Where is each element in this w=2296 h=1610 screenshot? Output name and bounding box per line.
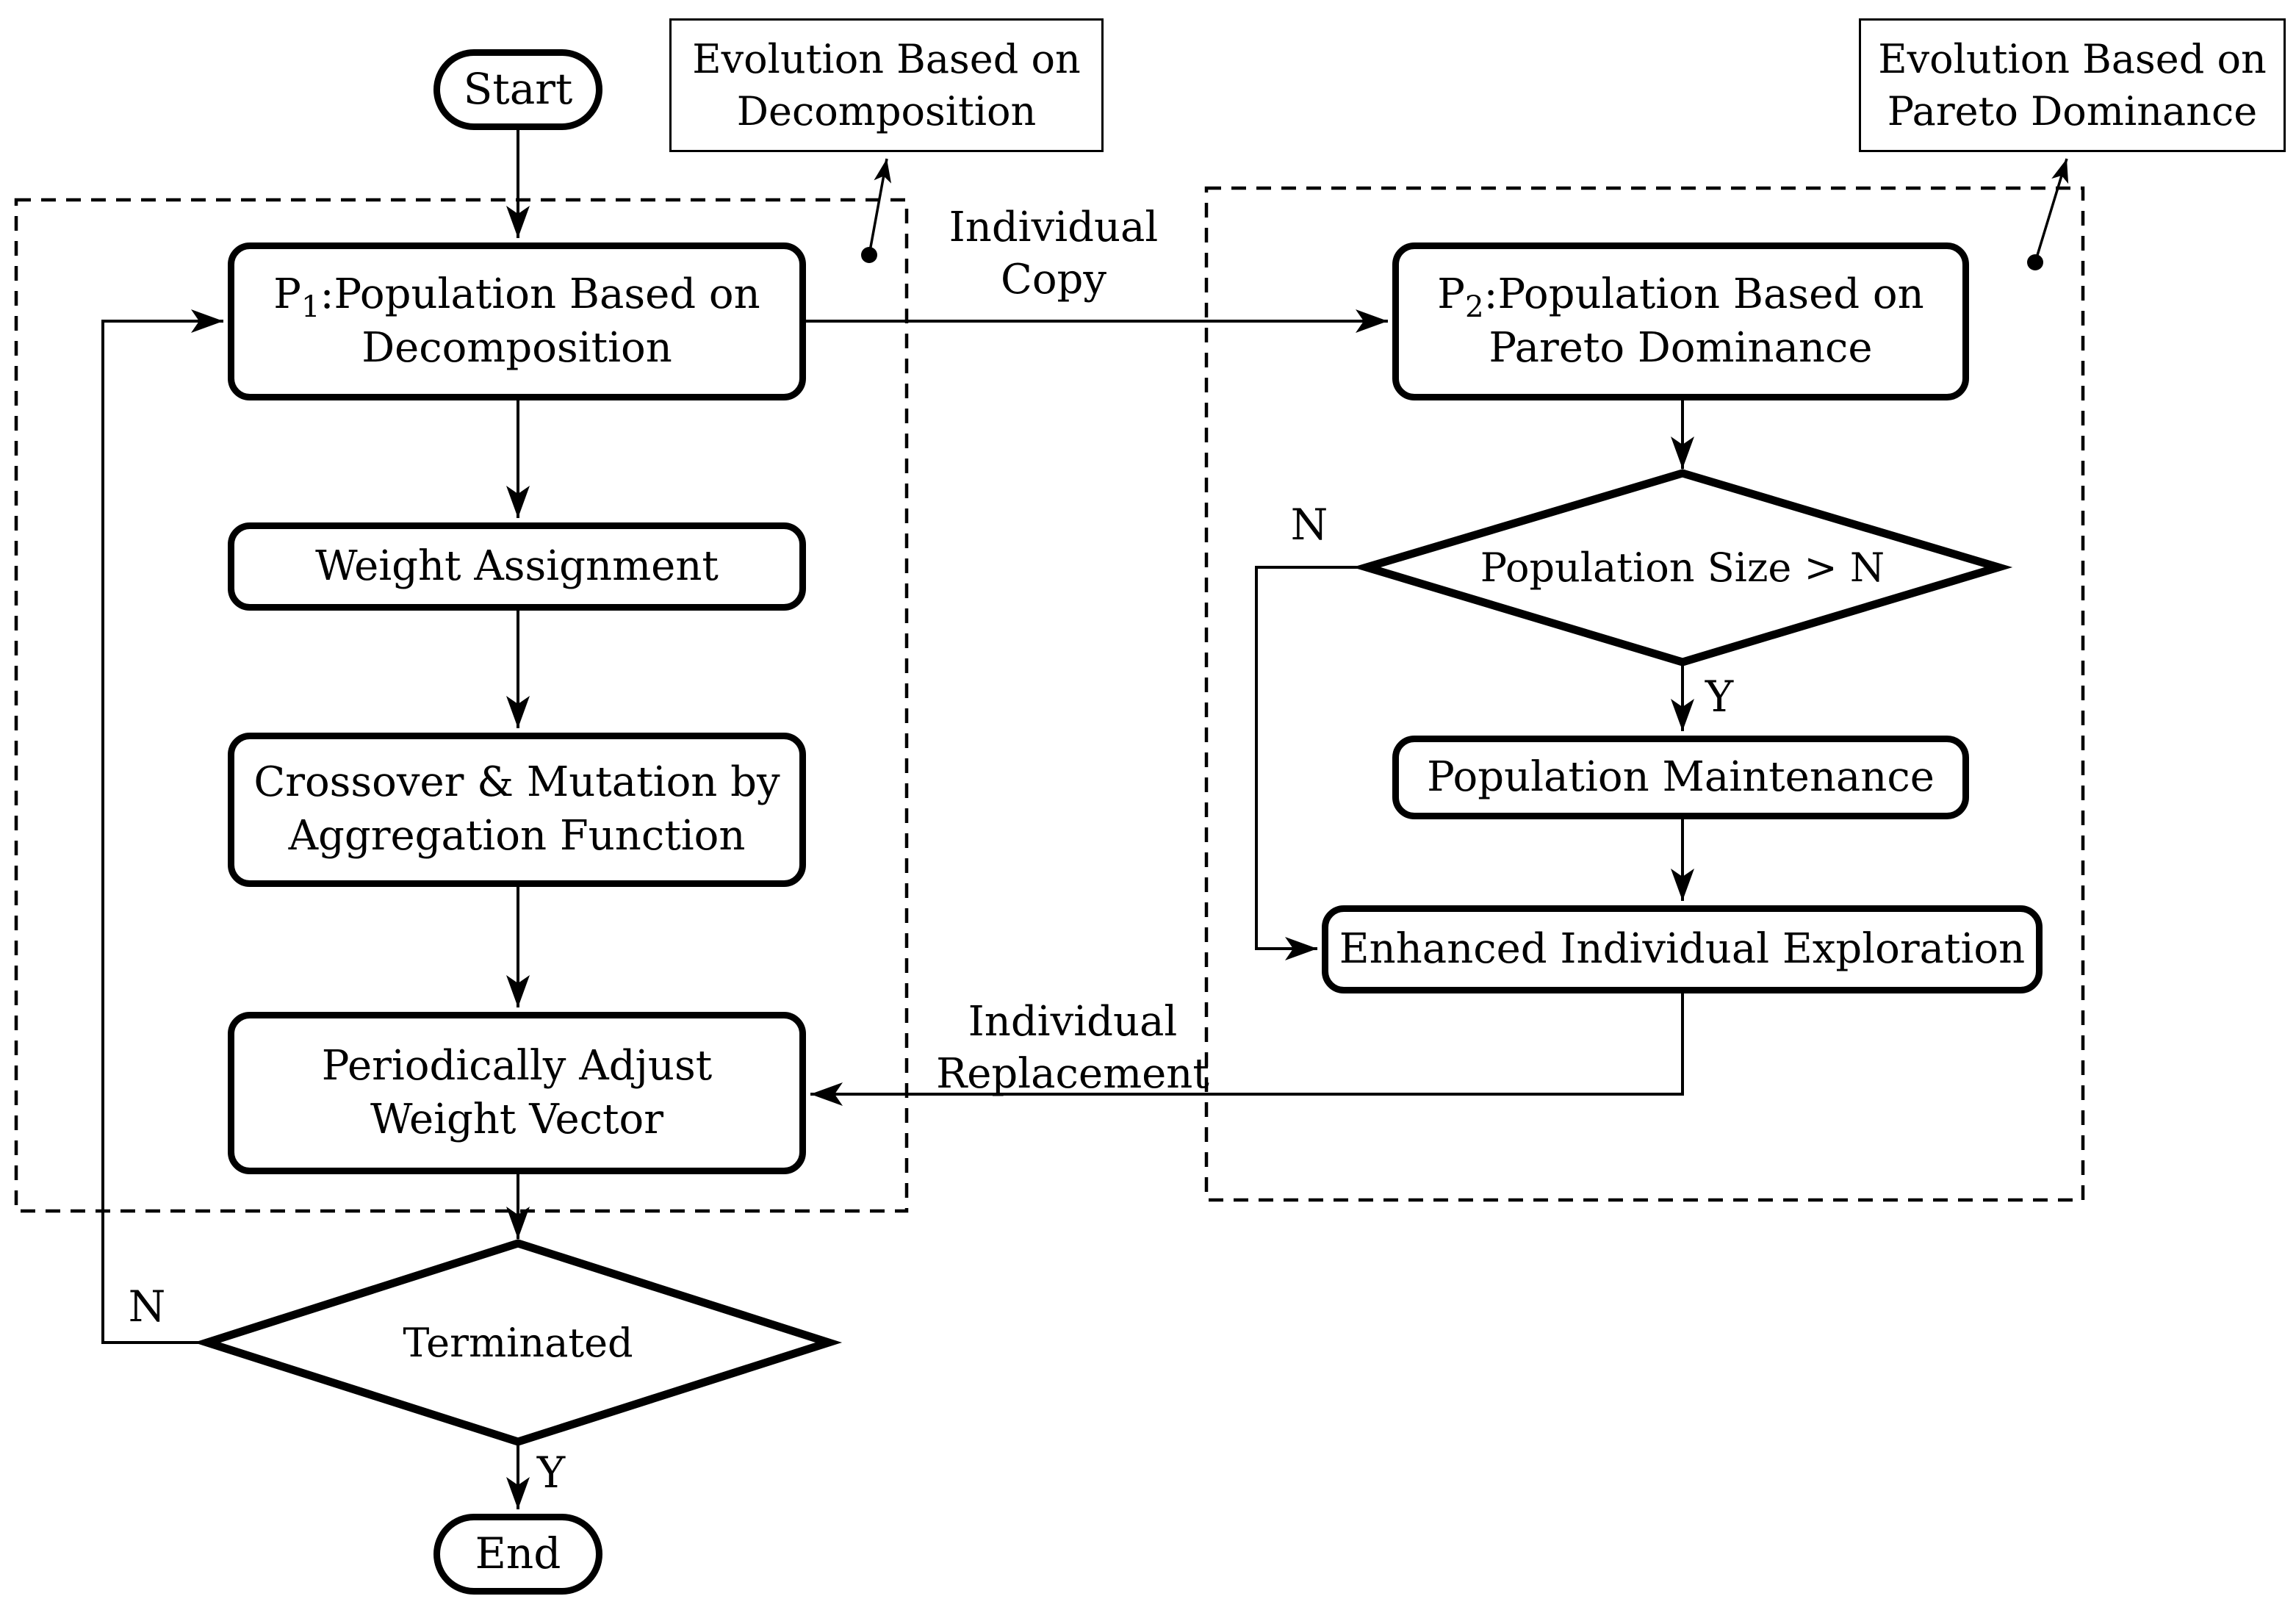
- p1-prefix: P: [273, 270, 301, 318]
- popsize-diamond-shape: [1352, 469, 2013, 666]
- p2-subscript: 2: [1464, 289, 1484, 324]
- population-maintenance-node: Population Maintenance: [1392, 736, 1969, 819]
- p1-label-line2: Decomposition: [361, 323, 672, 372]
- pareto-title-line2: Pareto Dominance: [1887, 88, 2258, 134]
- individual-copy-line2: Copy: [1000, 255, 1107, 303]
- p1-suffix: :Population Based on: [320, 270, 760, 318]
- decomposition-title-line1: Evolution Based on: [692, 35, 1081, 82]
- adjust-weight-vector-node: Periodically Adjust Weight Vector: [228, 1012, 806, 1174]
- individual-replacement-label: Individual Replacement: [896, 996, 1249, 1100]
- individual-copy-line1: Individual: [949, 204, 1159, 251]
- decomposition-title-line2: Decomposition: [736, 88, 1037, 134]
- adjust-label-line1: Periodically Adjust: [321, 1041, 713, 1090]
- start-node: Start: [433, 49, 602, 130]
- enhanced-exploration-label: Enhanced Individual Exploration: [1339, 924, 2026, 973]
- decomposition-region-title: Evolution Based on Decomposition: [669, 18, 1104, 152]
- p2-population-node: P2:Population Based on Pareto Dominance: [1392, 242, 1969, 400]
- crossover-mutation-node: Crossover & Mutation by Aggregation Func…: [228, 733, 806, 887]
- weight-assignment-label: Weight Assignment: [315, 542, 719, 590]
- individual-replacement-line1: Individual: [968, 998, 1178, 1046]
- p1-population-node: P1:Population Based on Decomposition: [228, 242, 806, 400]
- p2-label-line2: Pareto Dominance: [1489, 323, 1873, 372]
- p2-label-line1: P2:Population Based on: [1437, 268, 1923, 322]
- popsize-no-label: N: [1290, 500, 1328, 550]
- weight-assignment-node: Weight Assignment: [228, 522, 806, 611]
- crossover-label-line1: Crossover & Mutation by: [253, 758, 780, 807]
- popsize-diamond-label: Population Size > N: [1480, 544, 1885, 591]
- individual-replacement-line2: Replacement: [936, 1049, 1209, 1098]
- terminated-yes-label: Y: [536, 1448, 566, 1498]
- adjust-label-line2: Weight Vector: [370, 1095, 664, 1143]
- pareto-title-line1: Evolution Based on: [1878, 35, 2267, 82]
- end-label: End: [475, 1528, 561, 1579]
- start-label: Start: [463, 64, 573, 115]
- population-maintenance-label: Population Maintenance: [1427, 752, 1935, 801]
- edge-enhanced-to-adjust-individual-replacement: [810, 993, 1684, 1106]
- terminated-no-label: N: [128, 1282, 166, 1332]
- terminated-diamond-shape: [193, 1239, 843, 1446]
- pareto-region-title: Evolution Based on Pareto Dominance: [1859, 18, 2286, 152]
- enhanced-exploration-node: Enhanced Individual Exploration: [1322, 905, 2043, 993]
- terminated-diamond-label: Terminated: [403, 1319, 633, 1366]
- edge-terminated-no-to-p1: [101, 309, 223, 1344]
- individual-copy-label: Individual Copy: [907, 202, 1201, 306]
- pareto-region-border: [1204, 186, 2085, 1202]
- p1-subscript: 1: [301, 289, 320, 324]
- p1-label-line1: P1:Population Based on: [273, 268, 760, 322]
- decomposition-region-border: [14, 198, 909, 1213]
- end-node: End: [433, 1514, 602, 1595]
- decomposition-leader-arrow: [868, 158, 892, 256]
- p2-suffix: :Population Based on: [1483, 270, 1924, 318]
- crossover-label-line2: Aggregation Function: [288, 812, 746, 860]
- pareto-leader-arrow: [2034, 158, 2069, 263]
- popsize-yes-label: Y: [1705, 672, 1734, 722]
- p2-prefix: P: [1437, 270, 1465, 318]
- edge-popsize-no-to-enhanced: [1255, 566, 1367, 960]
